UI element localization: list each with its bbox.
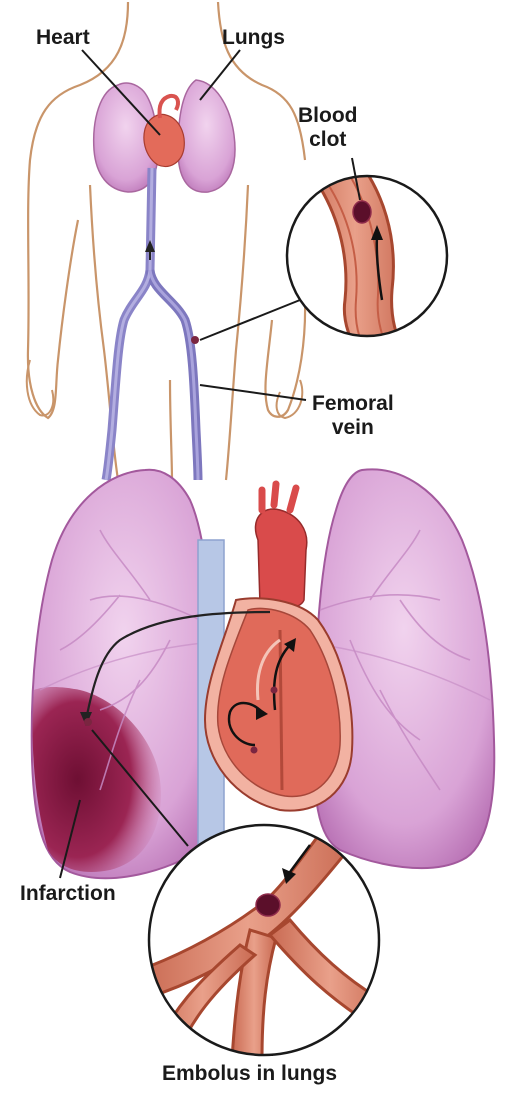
label-femoral-vein: Femoral vein [312,392,394,440]
heart-clot-1 [271,687,278,694]
lung-clot [84,718,92,726]
label-infarction: Infarction [20,882,116,906]
embolus-icon [256,894,280,916]
body-outline [28,2,305,480]
small-clot [191,336,199,344]
clot-zoom-circle [287,150,447,360]
label-heart: Heart [36,26,90,50]
label-blood-clot: Blood clot [298,104,357,152]
vena-cava [106,168,198,480]
label-femoral-line2: vein [312,416,394,440]
blood-clot-icon [353,201,371,223]
small-lung-right [178,80,235,192]
label-lungs: Lungs [222,26,285,50]
label-blood-clot-line1: Blood [298,104,357,128]
label-embolus: Embolus in lungs [162,1062,337,1086]
label-femoral-line1: Femoral [312,392,394,416]
label-blood-clot-line2: clot [298,128,357,152]
heart-clot-2 [251,747,258,754]
